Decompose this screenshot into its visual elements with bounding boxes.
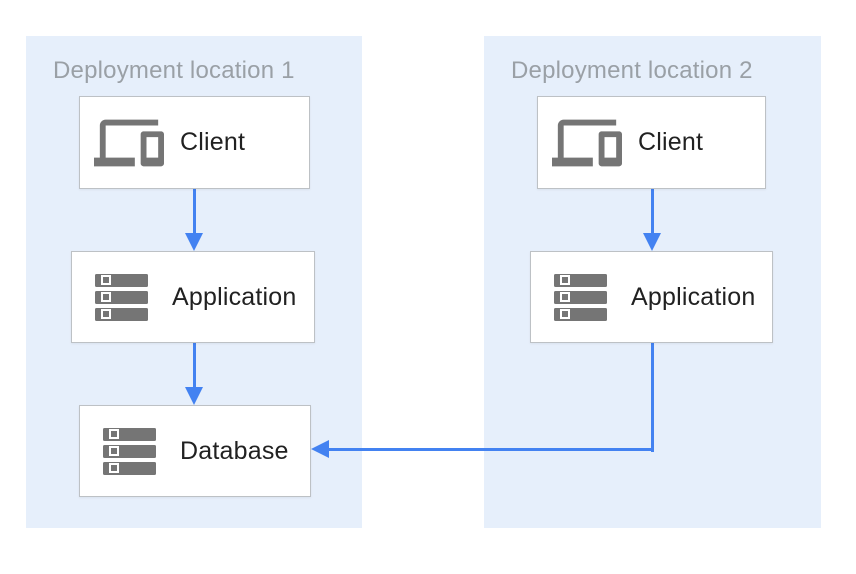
node-label: Client	[180, 128, 246, 156]
edge-application2-to-database1-arrowhead	[311, 440, 329, 458]
node-application-1: Application	[71, 251, 315, 343]
edge-application2-to-database1-horizontal-line	[329, 448, 654, 451]
node-database-1: Database	[79, 405, 311, 497]
zone-label: Deployment location 1	[53, 57, 295, 84]
node-client-1: Client	[79, 96, 310, 189]
node-client-2: Client	[537, 96, 766, 189]
node-label: Database	[180, 436, 289, 465]
edge-client2-to-application2-arrowhead	[643, 233, 661, 251]
devices-icon	[552, 108, 622, 178]
zone-label: Deployment location 2	[511, 57, 753, 84]
server-stack-icon	[94, 416, 164, 486]
edge-client1-to-application1-line	[193, 189, 196, 235]
node-label: Application	[631, 282, 756, 311]
edge-client1-to-application1-arrowhead	[185, 233, 203, 251]
edge-application1-to-database1-arrowhead	[185, 387, 203, 405]
node-label: Application	[172, 282, 297, 311]
edge-application2-to-database1-vertical-line	[651, 343, 654, 452]
node-label: Client	[638, 128, 704, 156]
edge-application1-to-database1-line	[193, 343, 196, 389]
server-stack-icon	[545, 262, 615, 332]
server-stack-icon	[86, 262, 156, 332]
devices-icon	[94, 108, 164, 178]
edge-client2-to-application2-line	[651, 189, 654, 235]
node-application-2: Application	[530, 251, 773, 343]
